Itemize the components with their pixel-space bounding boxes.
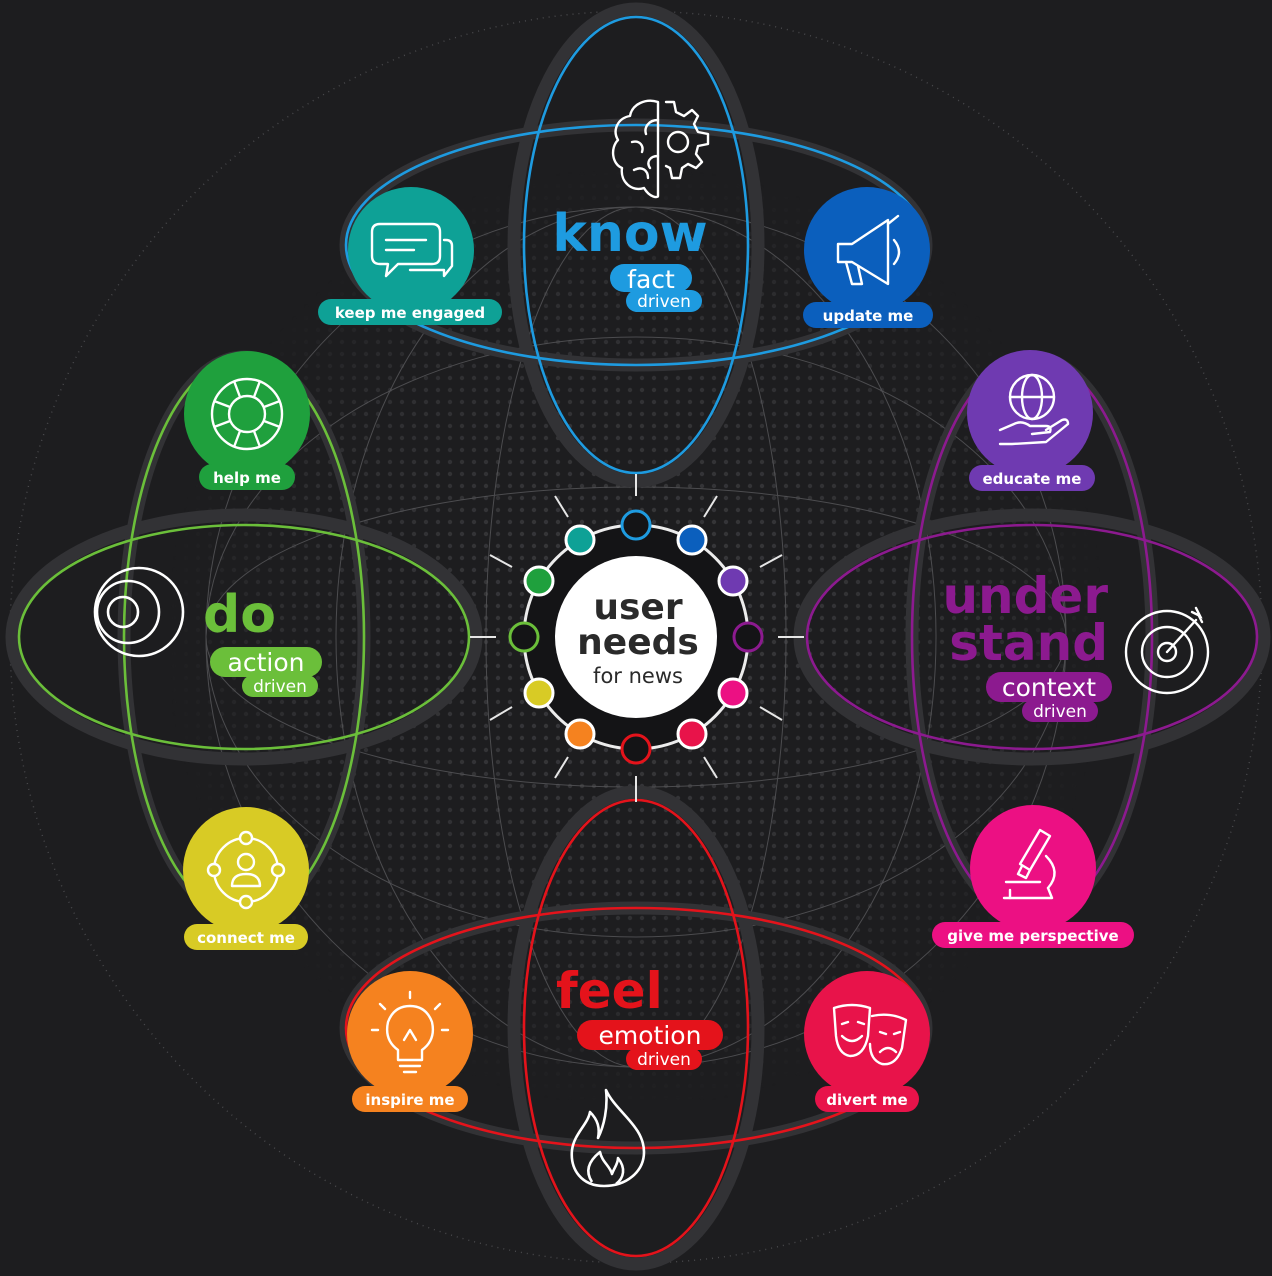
lifebuoy-icon [210,377,284,451]
hub-dot-understand [732,621,764,653]
educate-me-label: educate me [983,470,1082,488]
target-rings-icon [93,566,185,658]
do-pill-secondary [242,675,318,697]
hub-dot-know [620,509,652,541]
feel-pill-secondary-text: driven [637,1050,691,1070]
need-inspire-me[interactable]: inspire me [347,971,473,1112]
inspire-me-label: inspire me [365,1091,454,1109]
hub-dot-divert-me [676,718,708,750]
hub-title-line2: needs [577,622,699,663]
know-pill-primary [610,264,692,292]
do-pill-primary-text: action [228,648,305,677]
help-me-pill [199,464,295,490]
hub-dot-do [508,621,540,653]
help-me-circle[interactable] [184,351,310,477]
connect-me-pill [184,924,308,950]
hub-subtitle: for news [593,664,683,688]
know-pill-secondary [626,290,702,312]
give-me-perspective-circle[interactable] [970,805,1096,931]
need-give-me-perspective[interactable]: give me perspective [932,805,1134,948]
lightbulb-icon [370,990,450,1074]
keep-me-engaged-pill [318,299,502,325]
do-title: do [203,585,276,645]
update-me-pill [803,302,933,328]
help-me-label: help me [213,469,281,487]
give-me-perspective-pill [932,922,1134,948]
hub-disc [555,556,717,718]
update-me-circle[interactable] [804,187,930,313]
group-do: do action driven [93,566,322,697]
hub-dot-inspire-me [564,718,596,750]
feel-pill-primary-text: emotion [599,1021,702,1050]
hub-rays [470,474,804,802]
need-update-me[interactable]: update me [803,187,933,328]
know-pill-secondary-text: driven [637,292,691,312]
dartboard-icon [1124,606,1210,695]
do-pill-primary [210,647,322,677]
understand-pill-secondary [1022,700,1098,722]
need-divert-me[interactable]: divert me [804,971,930,1112]
hub-dot-update-me [676,524,708,556]
understand-pill-primary [986,672,1112,702]
need-connect-me[interactable]: connect me [183,807,309,950]
center-hub: user needs for news [470,474,804,802]
group-understand: under stand context driven [942,567,1210,722]
understand-title-line1: under [942,567,1108,625]
globe-hand-icon [998,373,1070,446]
understand-horizontal-ring [805,523,1259,751]
inspire-me-circle[interactable] [347,971,473,1097]
feel-pill-primary [577,1020,723,1050]
feel-title: feel [556,962,663,1020]
understand-pill-secondary-text: driven [1033,702,1087,722]
give-me-perspective-label: give me perspective [947,927,1118,945]
understand-pill-primary-text: context [1002,673,1096,702]
keep-me-engaged-label: keep me engaged [335,304,485,322]
educate-me-pill [969,465,1095,491]
hub-dot-educate-me [717,565,749,597]
group-know: know fact driven [552,99,710,312]
flame-icon [570,1088,646,1188]
know-vertical-ring [522,15,750,475]
need-educate-me[interactable]: educate me [967,350,1095,491]
do-horizontal-ring [17,523,471,751]
hub-dot-help-me [523,565,555,597]
do-pill-secondary-text: driven [253,677,307,697]
inspire-me-pill [352,1086,468,1112]
network-person-icon [206,830,286,910]
hub-title-line1: user [593,587,682,628]
divert-me-label: divert me [826,1091,907,1109]
divert-me-pill [815,1086,919,1112]
educate-me-circle[interactable] [967,350,1093,476]
theatre-masks-icon [832,1003,908,1066]
microscope-icon [1002,828,1056,900]
need-keep-me-engaged[interactable]: keep me engaged [318,187,502,325]
brain-gear-icon [611,99,710,199]
update-me-label: update me [823,307,914,325]
hub-dot-give-me-perspective [717,677,749,709]
know-title: know [552,204,707,264]
know-pill-primary-text: fact [627,265,675,294]
megaphone-icon [836,214,901,286]
group-feel: feel emotion driven [556,962,723,1188]
hub-dot-feel [620,733,652,765]
need-help-me[interactable]: help me [184,351,310,490]
connect-me-label: connect me [197,929,295,947]
hub-dot-keep-me-engaged [564,524,596,556]
feel-pill-secondary [626,1048,702,1070]
hub-dot-connect-me [523,677,555,709]
understand-title-line2: stand [949,614,1108,672]
chat-bubbles-icon [370,222,454,278]
